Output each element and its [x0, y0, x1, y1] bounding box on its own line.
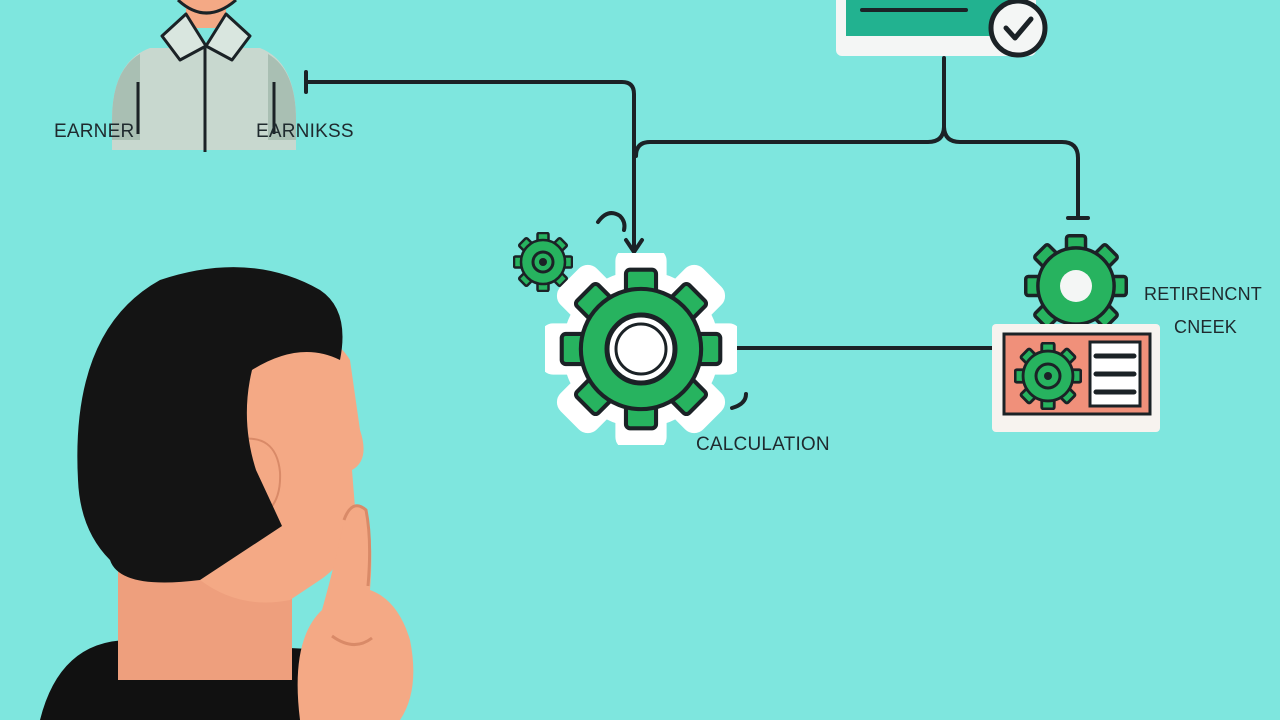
earner-avatar-icon [112, 0, 296, 152]
calculation-arrow-head [624, 238, 644, 256]
connector-lines [304, 56, 1090, 410]
large-gear-icon [548, 256, 734, 442]
earner-label: EARNER [54, 121, 135, 142]
earnings-label: EARNIKSS [256, 121, 354, 142]
calculation-label: CALCULATION [696, 434, 830, 455]
checkmark-icon [988, 0, 1048, 58]
retirement-label-line2: CNEEK [1174, 317, 1238, 337]
accent-arc-bottom [730, 392, 748, 410]
retirement-label-line1: RETIRENCNT [1144, 284, 1262, 304]
checklist-card-icon [992, 324, 1160, 432]
status-card [836, 0, 1048, 58]
thinking-person-illustration [40, 267, 414, 720]
small-gear-icon [513, 232, 573, 292]
connector-card-stem [634, 56, 946, 158]
connector-card-to-retirement [942, 124, 1080, 220]
connector-earnings-to-calculation [304, 80, 636, 250]
accent-arc-top [596, 211, 627, 232]
retirement-gear-icon [1024, 234, 1128, 338]
